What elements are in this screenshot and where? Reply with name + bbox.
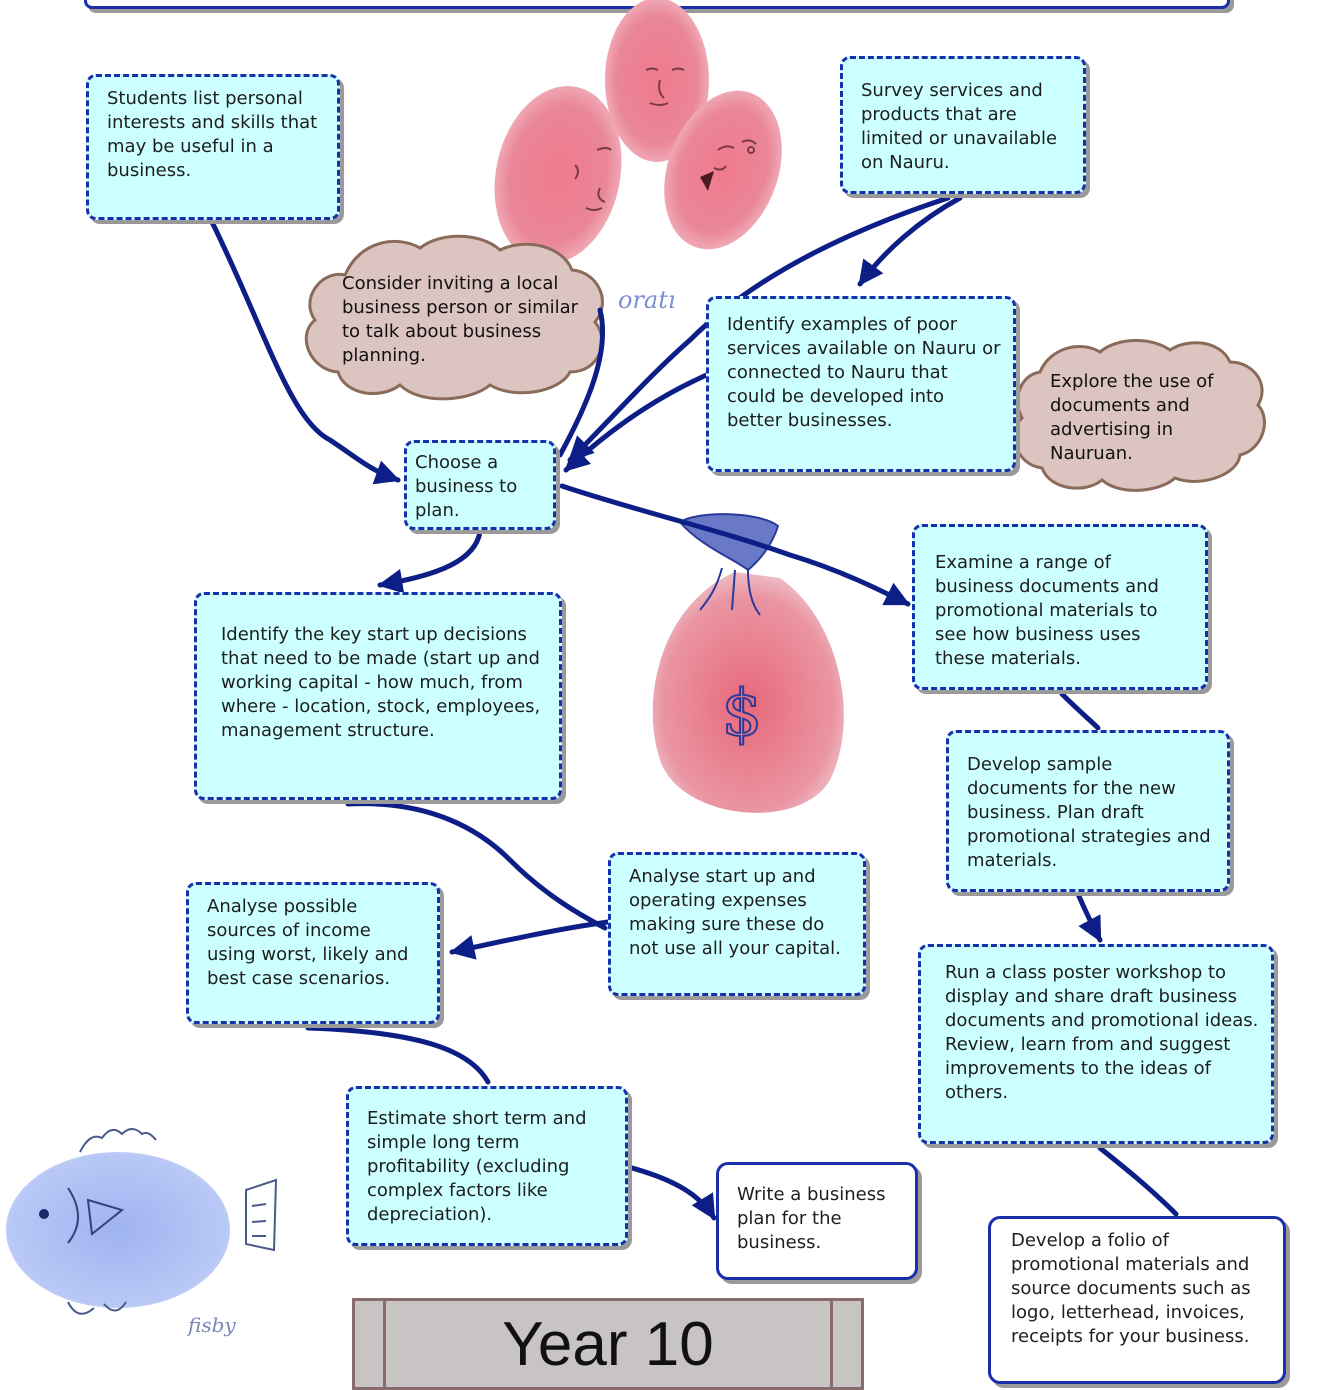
- box-analyse-expenses: Analyse start up and operating expenses …: [608, 852, 866, 996]
- money-bag-neck: [680, 514, 778, 570]
- box-analyse-expenses-text: Analyse start up and operating expenses …: [629, 866, 841, 959]
- box-examine-range: Examine a range of business documents an…: [912, 524, 1208, 690]
- box-develop-sample-text: Develop sample documents for the new bus…: [967, 754, 1211, 871]
- fingerprint-caption: oratı: [618, 286, 676, 314]
- arrow-expenses-to-income: [452, 922, 608, 952]
- cloud-explore: Explore the use of documents and adverti…: [1050, 370, 1246, 466]
- box-estimate-profit-text: Estimate short term and simple long term…: [367, 1108, 587, 1225]
- box-choose-business: Choose a business to plan.: [404, 440, 556, 530]
- box-students-list-text: Students list personal interests and ski…: [107, 88, 317, 181]
- box-write-plan: Write a business plan for the business.: [716, 1162, 918, 1280]
- box-choose-business-text: Choose a business to plan.: [415, 452, 517, 521]
- arrow-develop-to-run: [1078, 894, 1100, 940]
- arrow-examine-to-develop: [1062, 694, 1098, 728]
- fish-body: [6, 1152, 230, 1308]
- box-identify-examples: Identify examples of poor services avail…: [706, 296, 1016, 472]
- cloud-invite: Consider inviting a local business perso…: [342, 272, 582, 368]
- box-develop-folio: Develop a folio of promotional materials…: [988, 1216, 1286, 1384]
- box-analyse-income: Analyse possible sources of income using…: [186, 882, 440, 1024]
- arrow-estimate-to-write: [632, 1168, 714, 1218]
- cloud-invite-text: Consider inviting a local business perso…: [342, 273, 578, 366]
- box-survey-services: Survey services and products that are li…: [840, 56, 1086, 194]
- box-run-workshop: Run a class poster workshop to display a…: [918, 944, 1274, 1144]
- fish-drawing: fisby: [6, 1129, 276, 1337]
- box-estimate-profit: Estimate short term and simple long term…: [346, 1086, 628, 1246]
- fish-caption: fisby: [186, 1313, 236, 1337]
- box-run-workshop-text: Run a class poster workshop to display a…: [945, 962, 1258, 1103]
- box-write-plan-text: Write a business plan for the business.: [737, 1184, 885, 1253]
- money-bag-drawing: $: [653, 514, 844, 813]
- box-identify-examples-text: Identify examples of poor services avail…: [727, 314, 1001, 431]
- year-title-banner: Year 10: [352, 1298, 864, 1390]
- box-identify-decisions-text: Identify the key start up decisions that…: [221, 624, 540, 741]
- year-title: Year 10: [355, 1309, 861, 1380]
- arrow-income-to-estimate: [308, 1028, 488, 1082]
- arrow-choose-to-identify-decisions: [380, 532, 480, 585]
- cloud-explore-text: Explore the use of documents and adverti…: [1050, 371, 1213, 464]
- box-survey-services-text: Survey services and products that are li…: [861, 80, 1057, 173]
- box-examine-range-text: Examine a range of business documents an…: [935, 552, 1159, 669]
- box-develop-sample: Develop sample documents for the new bus…: [946, 730, 1230, 892]
- box-develop-folio-text: Develop a folio of promotional materials…: [1011, 1230, 1251, 1347]
- arrow-run-to-folio: [1100, 1148, 1176, 1214]
- money-bag-dollar-sign: $: [722, 677, 763, 751]
- fish-eye: [39, 1209, 49, 1219]
- box-students-list: Students list personal interests and ski…: [86, 74, 340, 220]
- fingerprint-faces-drawing: [479, 0, 803, 276]
- box-identify-decisions: Identify the key start up decisions that…: [194, 592, 562, 800]
- box-analyse-income-text: Analyse possible sources of income using…: [207, 896, 408, 989]
